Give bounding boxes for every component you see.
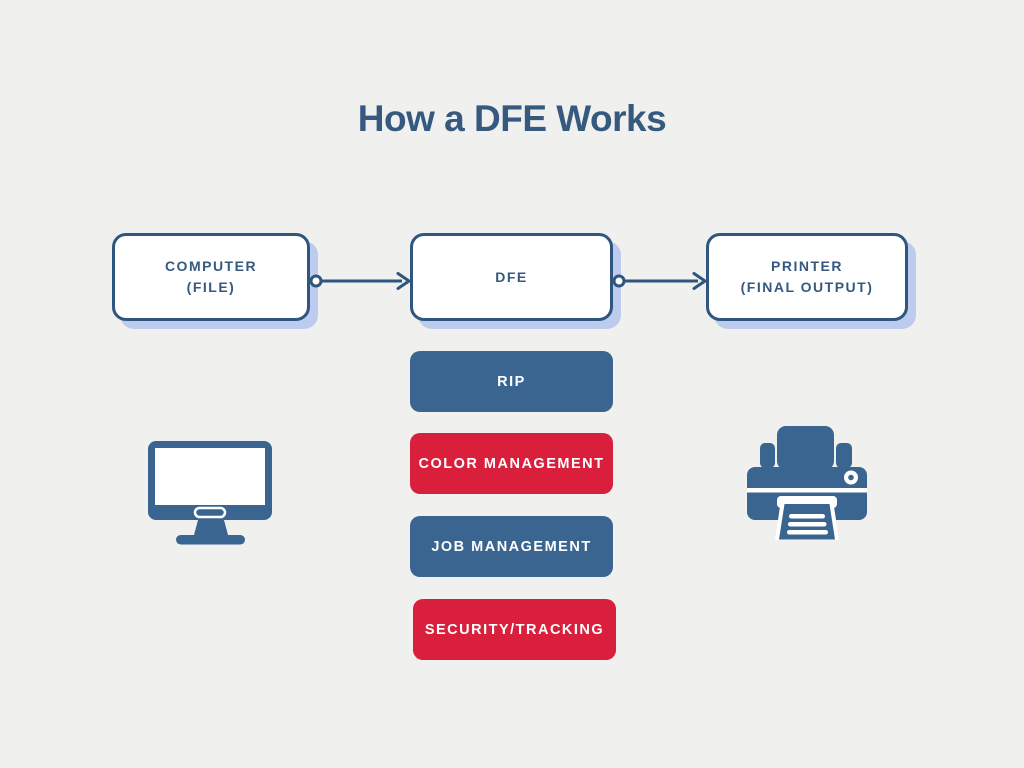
flow-node-computer: COMPUTER (FILE) — [112, 233, 310, 321]
arrow-computer-to-dfe-icon — [309, 272, 411, 290]
node-label-line: (FILE) — [186, 279, 236, 295]
node-label-line: (FINAL OUTPUT) — [740, 279, 874, 295]
page-title: How a DFE Works — [357, 98, 667, 139]
dfe-function-rip: RIP — [410, 351, 613, 412]
printer-icon — [747, 426, 867, 540]
dfe-function-color-management: COLOR MANAGEMENT — [410, 433, 613, 494]
dfe-function-job-management: JOB MANAGEMENT — [410, 516, 613, 577]
dfe-function-security-tracking: SECURITY/TRACKING — [413, 599, 616, 660]
computer-monitor-icon — [148, 441, 272, 545]
node-label-line: COMPUTER — [164, 258, 258, 274]
node-label-line: PRINTER — [771, 258, 843, 274]
node-label-line: DFE — [495, 268, 528, 285]
flow-node-dfe: DFE — [410, 233, 613, 321]
arrow-dfe-to-printer-icon — [612, 272, 707, 290]
flow-node-printer: PRINTER (FINAL OUTPUT) — [706, 233, 908, 321]
